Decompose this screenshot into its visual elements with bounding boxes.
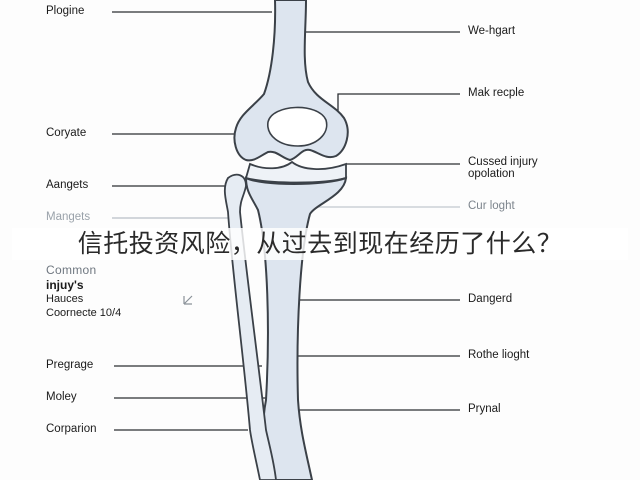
label-we-hgart: We-hgart bbox=[468, 25, 516, 37]
label-coryate: Coryate bbox=[46, 127, 87, 139]
common-injuries-block: Common injuy's Hauces Coornecte 10/4 bbox=[46, 264, 196, 319]
overlay-headline: 信托投资风险，从过去到现在经历了什么？ bbox=[77, 229, 563, 258]
label-cur-loght: Cur loght bbox=[468, 200, 515, 212]
label-moley: Moley bbox=[46, 391, 77, 403]
leader-line-mak-recple bbox=[337, 93, 460, 116]
info-heading: Common bbox=[46, 263, 97, 277]
label-plogine: Plogine bbox=[46, 5, 85, 17]
label-cussed-injury: Cussed injury opolation bbox=[468, 156, 538, 181]
label-mak-recple: Mak recple bbox=[468, 87, 525, 99]
info-line-1: Hauces bbox=[46, 293, 84, 305]
leader-lines bbox=[112, 11, 460, 431]
label-dangerd: Dangerd bbox=[468, 293, 513, 305]
patella-shape bbox=[267, 106, 328, 147]
label-rothe-lioght: Rothe lioght bbox=[468, 349, 530, 361]
tibial-plateau bbox=[244, 160, 347, 184]
headline-backdrop bbox=[12, 228, 628, 260]
label-aangets: Aangets bbox=[46, 179, 89, 191]
label-pregrage: Pregrage bbox=[46, 359, 94, 371]
label-prynal: Prynal bbox=[468, 403, 501, 415]
label-mangets: Mangets bbox=[46, 211, 91, 223]
arrow-icon bbox=[183, 295, 193, 305]
label-corparion: Corparion bbox=[46, 423, 97, 435]
info-line-2: Coornecte 10/4 bbox=[46, 307, 122, 319]
info-subheading: injuy's bbox=[46, 278, 84, 292]
